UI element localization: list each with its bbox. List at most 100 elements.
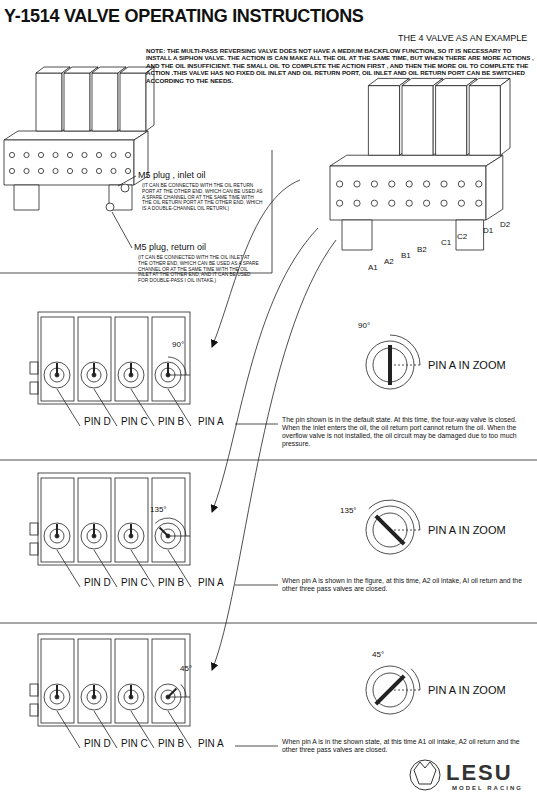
pin-ring (81, 684, 107, 710)
pin-handle (130, 524, 132, 536)
brand-tagline: MODEL RACING (452, 785, 523, 792)
part-note: (IT CAN BE CONNECTED WITH THE OIL INLET … (138, 255, 260, 284)
port-hole (389, 181, 395, 187)
angle-label: 45° (180, 664, 192, 674)
reference-line (168, 536, 190, 537)
pin-label: PIN D (84, 416, 111, 428)
pin-label: PIN C (121, 738, 148, 750)
stand (342, 220, 372, 250)
port-hole (354, 181, 360, 187)
stand (456, 220, 484, 250)
port-label: B1 (401, 251, 411, 261)
solenoid-front (436, 86, 467, 156)
pin-handle (93, 685, 95, 697)
angle-arc (411, 669, 420, 690)
port-hole (82, 152, 87, 157)
pin-ring (118, 684, 144, 710)
port-label: D1 (483, 226, 493, 236)
pin-handle (160, 528, 168, 536)
port-hole (336, 200, 342, 206)
port-hole (423, 181, 429, 187)
port-hole (389, 200, 395, 206)
m5-plug (106, 203, 114, 211)
description: The pin shown is in the default state. A… (282, 416, 532, 449)
pin-ring (81, 523, 107, 549)
pin-handle (93, 363, 95, 375)
angle-arc (369, 500, 420, 530)
port-label: C1 (441, 238, 451, 248)
leader-line (57, 550, 80, 587)
stand (14, 185, 39, 210)
side-tab (30, 362, 38, 374)
leader-line (57, 711, 80, 748)
solenoid-front (402, 86, 433, 156)
solenoid-front (36, 73, 62, 131)
reference-line (390, 530, 422, 531)
leader-line (235, 746, 278, 747)
pin-label: PIN D (84, 738, 111, 750)
port-hole (67, 168, 72, 173)
port-hole (125, 152, 130, 157)
pin-ring (44, 523, 70, 549)
reference-line (390, 365, 422, 366)
valve-cell (41, 317, 74, 401)
pin-handle (130, 685, 132, 697)
pin-ring (44, 362, 70, 388)
port-hole (406, 200, 412, 206)
angle-arc (168, 357, 186, 375)
valve-cell (78, 478, 111, 562)
port-hole (458, 181, 464, 187)
leader-line (235, 585, 278, 586)
part-note: (IT CAN BE CONNECTED WITH THE OIL RETURN… (142, 183, 264, 212)
port-hole (476, 200, 482, 206)
pin-label: PIN B (158, 577, 184, 589)
valve-cell (78, 639, 111, 723)
port-label: C2 (457, 232, 467, 242)
port-hole (406, 181, 412, 187)
side-tab (30, 704, 38, 716)
port-hole (354, 200, 360, 206)
side-tab (30, 523, 38, 535)
valve-body (38, 473, 190, 565)
port-hole (67, 152, 72, 157)
angle-label: 45° (372, 650, 384, 660)
port-hole (476, 181, 482, 187)
valve-cell (41, 478, 74, 562)
angle-label: 90° (172, 340, 184, 350)
port-hole (38, 152, 43, 157)
note-text: NOTE: THE MULTI-PASS REVERSING VALVE DOE… (146, 47, 534, 84)
pin-label: PIN C (121, 416, 148, 428)
angle-arc (181, 684, 186, 697)
solenoid-front (120, 73, 146, 131)
port-hole (441, 200, 447, 206)
port-hole (53, 152, 58, 157)
port-hole (458, 200, 464, 206)
valve-cell (152, 478, 185, 562)
valve-body (38, 634, 190, 726)
pin-handle (167, 363, 169, 375)
pin-label: PIN A (198, 577, 224, 589)
side-tab (30, 684, 38, 696)
port-hole (96, 152, 101, 157)
part-name: M5 plug , inlet oil (138, 170, 206, 181)
side-tab (30, 382, 38, 394)
solenoid-side (500, 78, 510, 155)
angle-arc (390, 335, 420, 365)
leader-line (235, 424, 278, 425)
valve-body (38, 312, 190, 404)
base-side (486, 155, 503, 220)
port-hole (423, 200, 429, 206)
valve-cell (41, 639, 74, 723)
solenoid-front (92, 73, 118, 131)
pin-label: PIN B (158, 738, 184, 750)
solenoid-front (368, 86, 399, 156)
port-hole (53, 168, 58, 173)
pin-handle (56, 685, 58, 697)
angle-label: 135° (340, 506, 357, 516)
zoom-title: PIN A IN ZOOM (428, 684, 506, 697)
port-hole (24, 152, 29, 157)
port-hole (125, 168, 130, 173)
port-hole (9, 152, 14, 157)
part-name: M5 plug, return oil (134, 242, 206, 253)
pin-ring (118, 523, 144, 549)
